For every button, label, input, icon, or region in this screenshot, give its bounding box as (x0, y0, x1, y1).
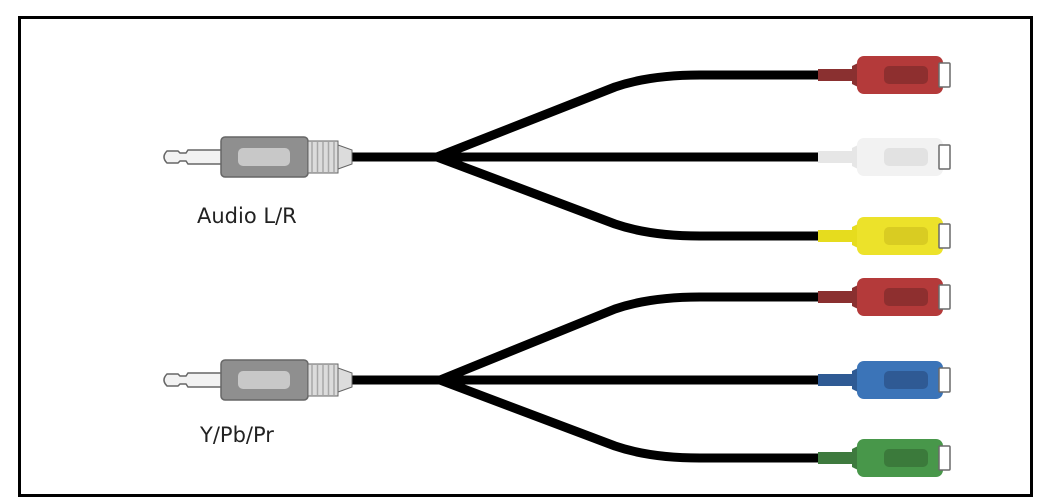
cable-branch-yellow (432, 152, 827, 241)
plug-grip (884, 66, 928, 84)
rca-plug-green (818, 439, 951, 477)
plug-neck (818, 374, 858, 386)
plug-tip (938, 367, 951, 393)
plug-grip (884, 288, 928, 306)
plug-neck (818, 151, 858, 163)
cable-component (163, 278, 951, 477)
plug-tip (938, 62, 951, 88)
diagram-frame (18, 16, 1033, 497)
cable-audio (163, 56, 951, 255)
plug-grip (884, 227, 928, 245)
plug-neck (818, 291, 858, 303)
jack-taper (337, 367, 353, 393)
plug-tip (938, 144, 951, 170)
jack-taper (337, 144, 353, 170)
jack-grip (238, 371, 290, 389)
cable-label-component: Y/Pb/Pr (200, 423, 274, 447)
cable-branch-green (435, 375, 827, 463)
cable-branch-red (435, 292, 827, 385)
plug-grip (884, 148, 928, 166)
jack-grip (238, 148, 290, 166)
plug-tip (938, 223, 951, 249)
cable-label-audio: Audio L/R (197, 204, 297, 228)
rca-plug-white (818, 138, 951, 176)
cable-branch-red (432, 70, 827, 162)
plug-neck (818, 69, 858, 81)
plug-tip (938, 284, 951, 310)
rca-plug-red (818, 278, 951, 316)
jack-tip (163, 149, 223, 165)
rca-plug-yellow (818, 217, 951, 255)
plug-neck (818, 230, 858, 242)
plug-neck (818, 452, 858, 464)
plug-tip (938, 445, 951, 471)
plug-grip (884, 371, 928, 389)
plug-grip (884, 449, 928, 467)
rca-plug-blue (818, 361, 951, 399)
rca-plug-red (818, 56, 951, 94)
jack-tip (163, 372, 223, 388)
